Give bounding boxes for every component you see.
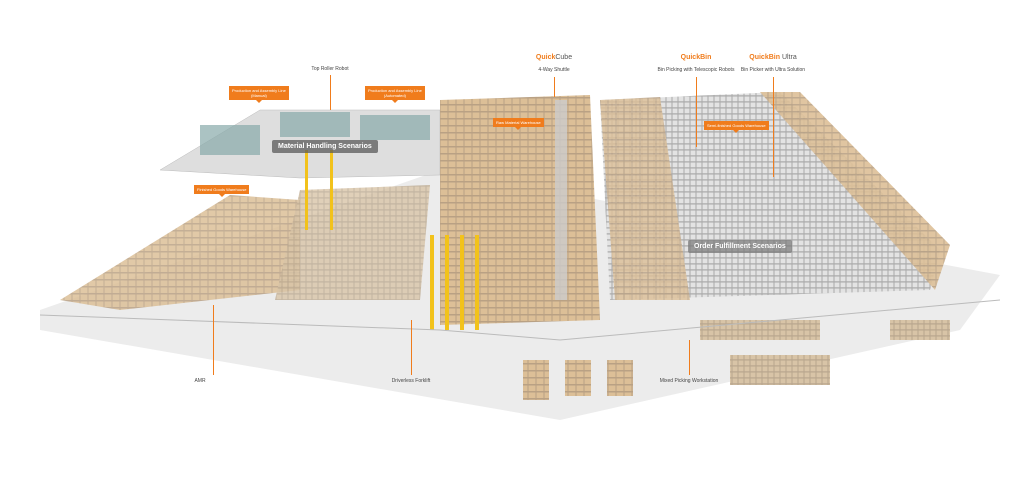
quickcube-subtitle: 4-Way Shuttle bbox=[538, 67, 570, 73]
callout-line bbox=[773, 77, 774, 177]
prod-manual-callout: Production and Assembly Line (Manual) bbox=[229, 86, 289, 103]
production-line bbox=[200, 112, 430, 155]
pallet-stacks bbox=[523, 360, 633, 400]
finished-goods-racks bbox=[60, 195, 300, 310]
raw-material-callout: Raw Material Warehouse bbox=[493, 118, 544, 130]
callout-line bbox=[213, 305, 214, 375]
quickbin-ultra-subtitle: Bin Picker with Ultra Solution bbox=[740, 67, 806, 73]
callout-line bbox=[689, 340, 690, 375]
mixed-picking-workstation-label: Mixed Picking Workstation bbox=[659, 378, 719, 384]
shuttle-lift bbox=[555, 100, 567, 300]
quickcube-logo: QuickCube bbox=[535, 54, 573, 61]
ultra-racks bbox=[760, 92, 950, 290]
prod-auto-callout: Production and Assembly Line (Automated) bbox=[365, 86, 425, 103]
yellow-uprights bbox=[305, 150, 479, 330]
amr-label: AMR bbox=[194, 378, 206, 384]
quickbin-subtitle: Bin Picking with Telescopic Robots bbox=[657, 67, 735, 73]
finished-goods-callout: Finished Goods Warehouse bbox=[194, 185, 250, 197]
callout-line bbox=[330, 75, 331, 110]
order-fulfillment-scenarios-label: Order Fulfillment Scenarios bbox=[688, 240, 792, 253]
quickbin-logo: QuickBin bbox=[680, 54, 712, 61]
shelf-rows bbox=[275, 185, 430, 300]
callout-line bbox=[554, 77, 555, 97]
semi-finished-callout: Semi-finished Goods Warehouse bbox=[704, 121, 769, 133]
fence bbox=[39, 299, 1001, 341]
semi-racks bbox=[600, 97, 690, 300]
callout-line bbox=[696, 77, 697, 147]
material-handling-scenarios-label: Material Handling Scenarios bbox=[272, 140, 378, 153]
driverless-forklift-label: Driverless Forklift bbox=[391, 378, 431, 384]
top-roller-robot-label: Top Roller Robot bbox=[311, 66, 349, 72]
order-fulfillment-racks bbox=[600, 92, 940, 300]
callout-line bbox=[411, 320, 412, 375]
quickbin-ultra-logo: QuickBin Ultra bbox=[749, 54, 797, 61]
